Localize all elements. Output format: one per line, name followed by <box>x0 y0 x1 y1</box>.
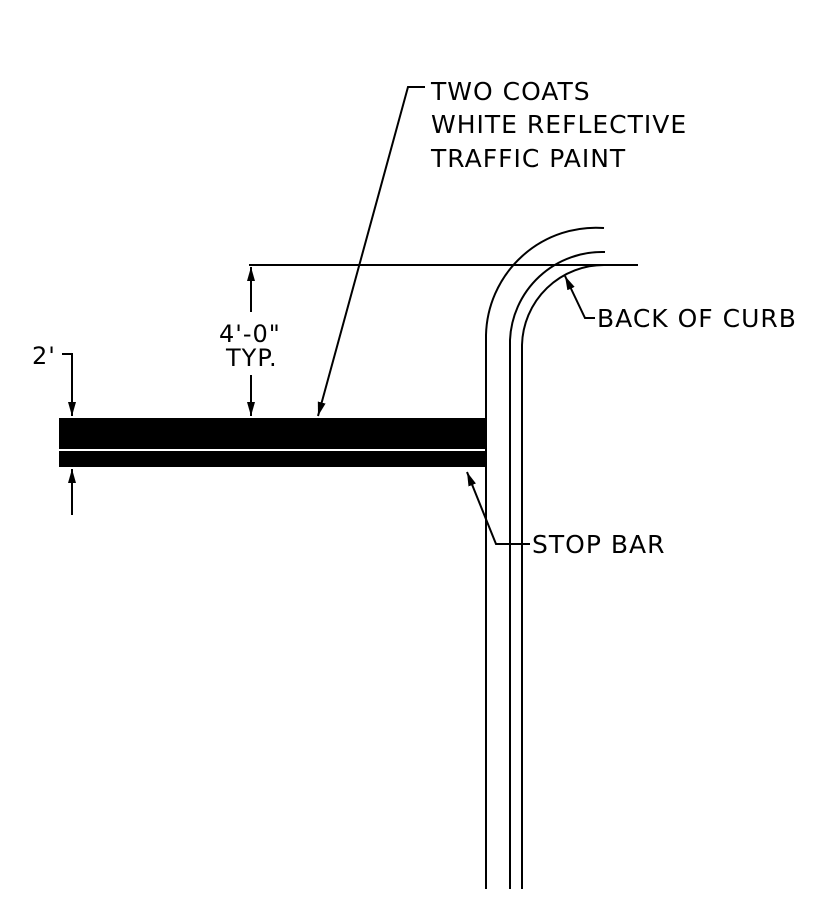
bar-width-dimension: 2' <box>32 342 76 515</box>
stop-bar-label: STOP BAR <box>532 530 665 559</box>
back-of-curb-leader <box>564 275 595 319</box>
back-of-curb-label: BACK OF CURB <box>597 304 797 333</box>
stop-bar <box>59 418 486 467</box>
paint-callout: TWO COATS WHITE REFLECTIVE TRAFFIC PAINT <box>317 77 687 417</box>
curb-inner-line <box>509 250 606 889</box>
back-of-curb-callout: BACK OF CURB <box>564 275 797 333</box>
paint-callout-leader <box>317 86 425 417</box>
stop-bar-callout: STOP BAR <box>466 471 665 559</box>
bar-width-label: 2' <box>32 342 56 370</box>
curb-face-line <box>485 226 605 889</box>
offset-note-label: TYP. <box>225 344 278 372</box>
stop-bar-leader <box>466 471 530 545</box>
curb-lines <box>485 226 606 889</box>
paint-note-line-1: TWO COATS <box>430 77 591 106</box>
paint-note-line-3: TRAFFIC PAINT <box>430 144 626 173</box>
stop-bar-lower-band <box>59 451 486 467</box>
stop-bar-upper-band <box>59 418 486 449</box>
paint-note-line-2: WHITE REFLECTIVE <box>431 110 687 139</box>
bar-width-leader <box>62 353 76 416</box>
back-of-curb-line <box>521 263 606 889</box>
offset-dimension: 4'-0" TYP. <box>219 264 638 416</box>
offset-value-label: 4'-0" <box>219 320 281 348</box>
